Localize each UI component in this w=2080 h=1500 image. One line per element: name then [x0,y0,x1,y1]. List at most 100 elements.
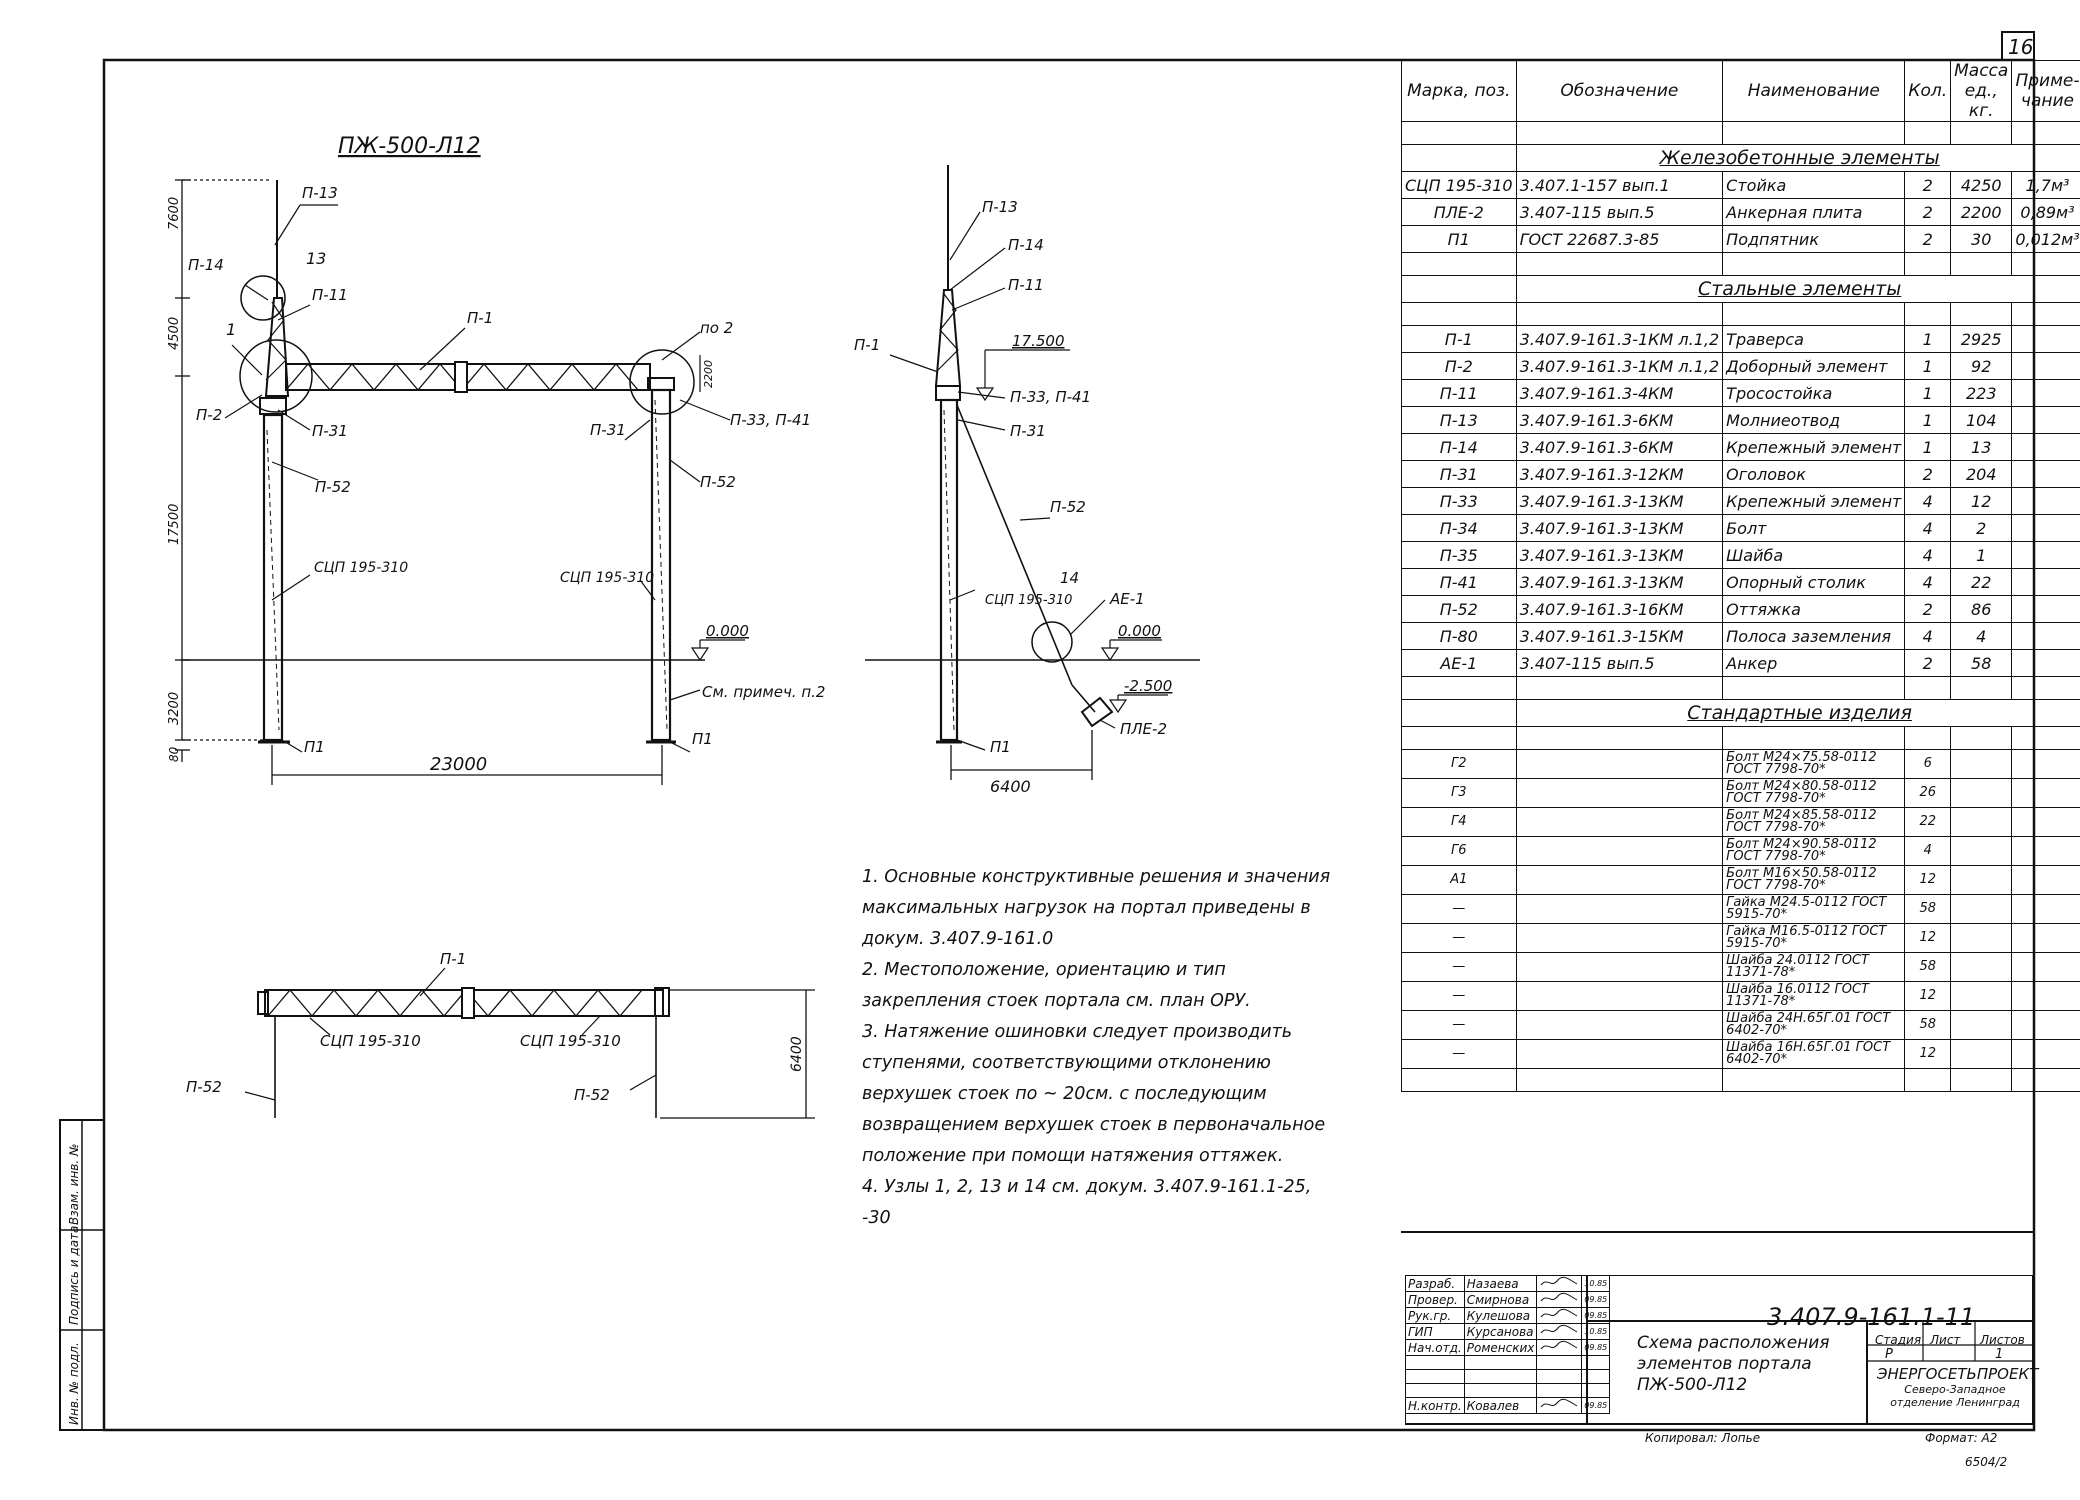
spec-cell: Шайба 16.0112 ГОСТ 11371-78* [1722,981,1906,1011]
spec-cell: 86 [1950,595,2013,623]
spec-cell: 3.407.9-161.3-13КМ [1515,514,1724,542]
spec-cell: 3.407-115 вып.5 [1515,198,1724,226]
spec-cell: 58 [1950,649,2013,677]
spec-cell: П-13 [1401,406,1517,434]
side-dim-6400: 6400 [990,777,1031,796]
spec-cell: Шайба 24Н.65Г.01 ГОСТ 6402-70* [1722,1010,1906,1040]
spec-cell: 12 [1950,487,2013,515]
spec-cell: 12 [1904,981,1952,1011]
spec-cell: Болт М24×90.58-0112 ГОСТ 7798-70* [1722,836,1906,866]
spec-header-cell: Марка, поз. [1401,60,1517,122]
spec-cell: 0,89м³ [2011,198,2080,226]
spec-cell: 3.407.9-161.3-1КМ л.1,2 [1515,352,1724,380]
note-3: 3. Натяжение ошиновки следует производит… [862,1022,1326,1166]
spec-section-title: Стандартные изделия [1515,699,2080,727]
spec-cell: 12 [1904,865,1952,895]
spec-cell: 3.407.9-161.3-1КМ л.1,2 [1515,325,1724,353]
spec-cell: Оттяжка [1722,595,1906,623]
side-label-ple2: ПЛЕ-2 [1120,720,1167,738]
spec-cell [2011,981,2080,1011]
side-label-base: П1 [990,738,1011,756]
note-1: 1. Основные конструктивные решения и зна… [862,867,1331,949]
spec-cell [1515,923,1724,953]
spec-cell: 58 [1904,894,1952,924]
side-label-ae1: АЕ-1 [1109,590,1145,608]
spec-cell [2011,379,2080,407]
spec-cell: — [1401,894,1517,924]
spec-cell [1950,894,2013,924]
elevation-title: ПЖ-500-Л12 [338,134,481,159]
spec-cell [2011,595,2080,623]
spec-cell: 3.407.9-161.3-4КМ [1515,379,1724,407]
spec-cell [1515,1039,1724,1069]
label-p52-right: П-52 [700,473,736,491]
signature-cell [1536,1397,1583,1414]
spec-cell [2011,487,2080,515]
spec-cell: 92 [1950,352,2013,380]
dim-3200: 3200 [167,692,182,725]
title-block-cell: Курсанова [1463,1323,1538,1340]
spec-header-cell: Кол. [1904,60,1952,122]
label-base-left: П1 [304,738,325,756]
plan-label-column-right: СЦП 195-310 [520,1032,621,1050]
portal-plan-view [244,967,815,1119]
spec-cell: 4 [1904,622,1952,650]
label-see-note: См. примеч. п.2 [702,683,825,701]
spec-cell [2011,778,2080,808]
spec-cell: П-31 [1401,460,1517,488]
organization-branch: Северо-Западное отделение Ленинград [1890,1383,2020,1409]
spec-cell: Полоса заземления [1722,622,1906,650]
spec-header-cell: Обозначение [1515,60,1724,122]
side-label-p31: П-31 [1010,422,1046,440]
spec-cell: 0,012м³ [2011,225,2080,253]
spec-cell [2011,894,2080,924]
stage-value: Р [1885,1347,1893,1362]
spec-cell: 4 [1904,487,1952,515]
spec-empty-row [1401,676,2080,700]
spec-cell [1950,1039,2013,1069]
title-block-cell: Н.контр. [1405,1397,1465,1414]
spec-cell: 4250 [1950,171,2013,199]
spec-cell: Тросостойка [1722,379,1906,407]
label-column-right: СЦП 195-310 [560,570,654,586]
label-13: 13 [306,249,326,268]
spec-cell: П-14 [1401,433,1517,461]
spec-empty-row [1401,1068,2080,1092]
spec-cell [1515,865,1724,895]
plan-label-p1: П-1 [440,950,466,968]
spec-cell: П-1 [1401,325,1517,353]
spec-cell: 3.407.9-161.3-13КМ [1515,568,1724,596]
stage-label: Стадия [1875,1333,1922,1347]
side-label-p13: П-13 [982,198,1018,216]
sheet-number: 16 [2008,35,2033,59]
spec-cell: 3.407-115 вып.5 [1515,649,1724,677]
spec-cell: — [1401,952,1517,982]
title-block-cell: ГИП [1405,1323,1465,1340]
spec-cell [2011,325,2080,353]
spec-cell [1950,778,2013,808]
plan-label-p52-right: П-52 [574,1086,610,1104]
organization: ЭНЕРГОСЕТЬПРОЕКТ [1877,1365,2039,1383]
spec-cell: 1 [1904,379,1952,407]
dim-17500: 17500 [167,504,182,545]
spec-empty-row [1401,252,2080,276]
spec-cell: П-52 [1401,595,1517,623]
spec-cell [1515,807,1724,837]
spec-cell: Г2 [1401,749,1517,779]
spec-cell: 4 [1950,622,2013,650]
spec-cell: 6 [1904,749,1952,779]
general-notes: 1. Основные конструктивные решения и зна… [862,862,1332,1234]
